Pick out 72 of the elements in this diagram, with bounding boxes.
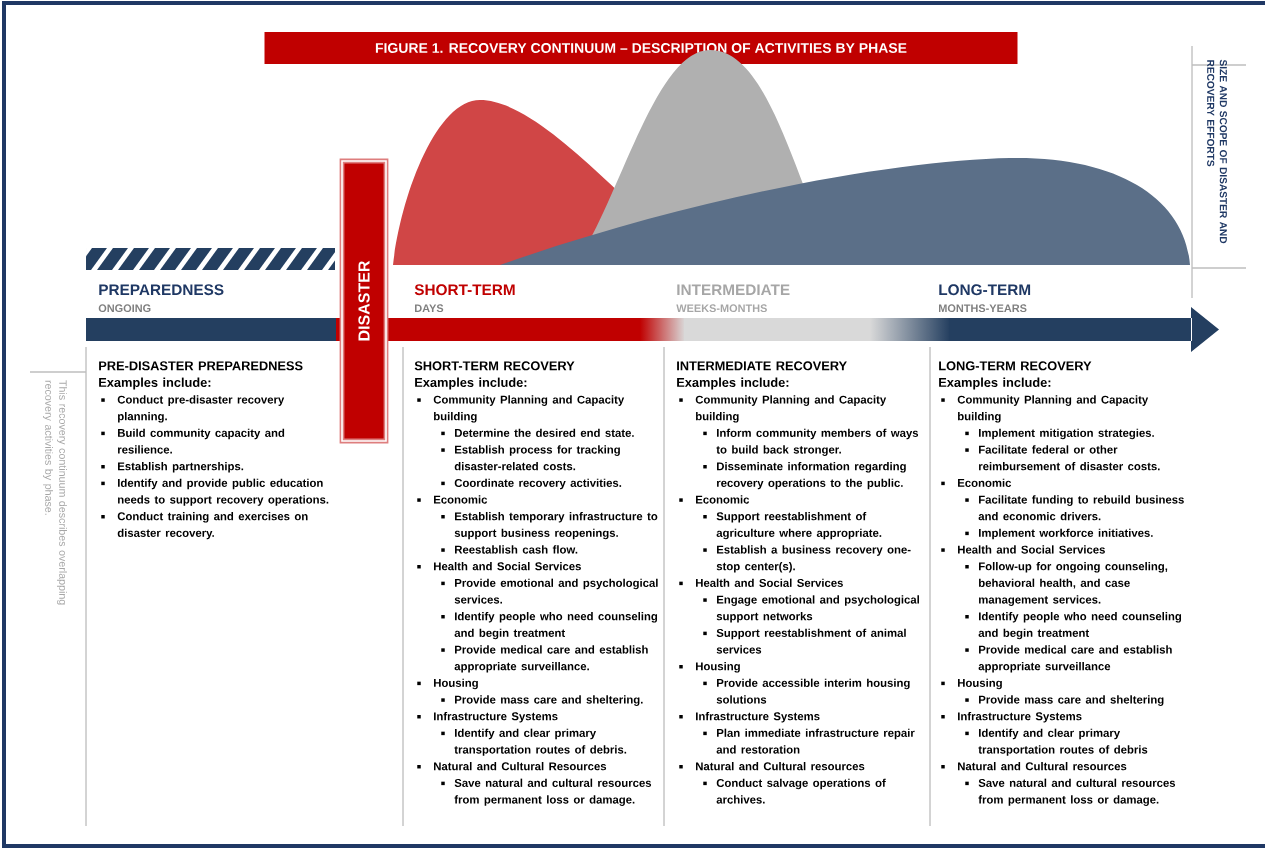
bullet-item: Conduct training and exercises on disaster recovery. [101, 512, 308, 540]
bullet-item: Identify and clear primary transportation routes of debris [965, 728, 1148, 756]
bullet-item: Conduct salvage operations of archives. [703, 778, 886, 804]
phase-label: LONG-TERM [939, 284, 1031, 296]
bullet-item: Identify people who need counseling and begin treatment [965, 612, 1182, 640]
duration-label: WEEKS-MONTHS [676, 304, 767, 313]
examples-heading: Examples include: [939, 377, 1051, 390]
bullet-item: Infrastructure Systems [679, 712, 820, 723]
bullet-item: Support reestablishment of animal services [703, 628, 906, 654]
bullet-item: Health and Social Services [941, 545, 1105, 554]
bullet-item: Housing [941, 678, 1002, 690]
bullet-item: Establish process for tracking disaster-related costs. [441, 445, 620, 471]
bullet-item: Community Planning and Capacity building [417, 395, 625, 423]
bullet-item: Economic [679, 495, 750, 504]
title-bar: FIGURE 1. RECOVERY CONTINUUM – DESCRIPTION OF ACTIVITIES BY PHASE [264, 32, 1018, 64]
column-heading: INTERMEDIATE RECOVERY [677, 361, 847, 371]
side-note: This recovery continuum describes overlapping recovery activities by phase. [43, 380, 67, 605]
bullet-item: Save natural and cultural resources from permanent loss or damage. [441, 778, 652, 806]
bullet-item: Health and Social Services [417, 562, 581, 571]
bullet-item: Community Planning and Capacity building [679, 395, 887, 423]
bullet-item: Economic [417, 495, 488, 504]
bullet-item: Disseminate information regarding recovery operations to the public. [703, 462, 906, 490]
bullet-item: Conduct pre-disaster recovery planning. [101, 395, 285, 423]
bullet-item: Natural and Cultural resources [941, 762, 1127, 771]
phase-label: SHORT-TERM [414, 284, 515, 296]
bullet-item: Identify people who need counseling and begin treatment [441, 612, 658, 640]
bullet-item: Save natural and cultural resources from permanent loss or damage. [965, 778, 1176, 806]
bullet-item: Natural and Cultural resources [679, 762, 865, 771]
bullet-item: Facilitate federal or other reimbursement of disaster costs. [965, 445, 1160, 471]
bullet-item: Implement workforce initiatives. [965, 528, 1153, 540]
bullet-item: Establish a business recovery one-stop center(s). [703, 545, 911, 573]
bullet-item: Inform community members of ways to build back stronger. [703, 428, 919, 456]
bullet-item: Community Planning and Capacity building [941, 395, 1149, 423]
column-heading: LONG-TERM RECOVERY [939, 361, 1092, 371]
phase-label: INTERMEDIATE [677, 284, 790, 295]
bullet-item: Provide medical care and establish appropriate surveillance [965, 645, 1172, 673]
bullet-item: Housing [417, 678, 478, 690]
bullet-item: Implement mitigation strategies. [965, 428, 1154, 440]
examples-heading: Examples include: [415, 377, 527, 390]
axis-label: SIZE AND SCOPE OF DISASTER AND RECOVERY EFFORTS [1207, 59, 1227, 244]
bullet-item: Provide mass care and sheltering. [441, 695, 643, 706]
bullet-item: Identify and provide public education needs to support recovery operations. [101, 478, 329, 506]
bullet-item: Follow-up for ongoing counseling, behavioral health, and case management services. [965, 562, 1168, 606]
bullet-item: Provide mass care and sheltering [965, 695, 1164, 706]
bullet-item: Economic [941, 478, 1012, 487]
duration-label: DAYS [415, 304, 444, 313]
examples-heading: Examples include: [677, 377, 789, 390]
bullet-item: Health and Social Services [679, 578, 843, 587]
column-heading: PRE-DISASTER PREPAREDNESS [99, 361, 303, 371]
bullet-item: Build community capacity and resilience. [101, 428, 285, 454]
examples-heading: Examples include: [99, 377, 211, 390]
bullet-item: Facilitate funding to rebuild business and economic drivers. [965, 495, 1184, 521]
phase-label: PREPAREDNESS [99, 284, 224, 296]
bullet-item: Establish temporary infrastructure to support business reopenings. [441, 512, 658, 540]
bullet-item: Provide emotional and psychological services. [441, 578, 658, 604]
bullet-item: Engage emotional and psychological support networks [703, 595, 919, 623]
bullet-item: Reestablish cash flow. [441, 545, 578, 554]
bullet-item: Provide accessible interim housing solutions [703, 678, 910, 704]
bullet-item: Support reestablishment of agriculture where appropriate. [703, 512, 882, 540]
bullet-item: Establish partnerships. [101, 462, 244, 473]
bullet-item: Determine the desired end state. [441, 428, 634, 437]
bullet-item: Provide medical care and establish appropriate surveillance. [441, 645, 648, 673]
bullet-item: Coordinate recovery activities. [441, 478, 622, 490]
bullet-item: Natural and Cultural Resources [417, 762, 607, 771]
column-heading: SHORT-TERM RECOVERY [414, 361, 575, 371]
bullet-item: Infrastructure Systems [417, 712, 558, 723]
bullet-item: Identify and clear primary transportation routes of debris. [441, 728, 627, 756]
bullet-item: Plan immediate infrastructure repair and restoration [703, 728, 915, 754]
duration-label: MONTHS-YEARS [939, 304, 1027, 313]
bullet-item: Housing [679, 662, 740, 673]
duration-label: ONGOING [98, 304, 151, 313]
bullet-item: Infrastructure Systems [941, 712, 1082, 723]
